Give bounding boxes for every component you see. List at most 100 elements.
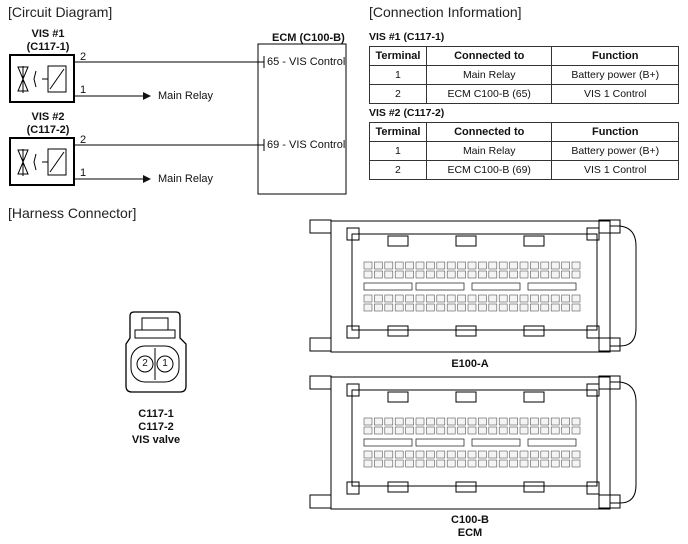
connector-pin bbox=[478, 270, 487, 279]
connector-pin bbox=[561, 303, 570, 312]
vis-connector-drawing bbox=[125, 311, 187, 393]
connector-pin bbox=[550, 270, 560, 279]
connector-pin bbox=[384, 270, 394, 279]
harness-connector-heading: [Harness Connector] bbox=[8, 205, 137, 221]
connector-pin bbox=[530, 303, 539, 312]
connector-pin bbox=[550, 303, 560, 312]
vis2-pin2: 2 bbox=[80, 134, 87, 146]
table-cell: VIS 1 Control bbox=[551, 160, 679, 180]
connector-key-slot bbox=[527, 282, 577, 291]
connector-pin bbox=[519, 459, 529, 468]
table-header-row: Terminal Connected to Function bbox=[369, 122, 679, 142]
connector-pin bbox=[436, 459, 446, 468]
table-cell: 1 bbox=[369, 65, 427, 85]
c100b-ecm-label: ECM bbox=[457, 527, 483, 539]
connector-pin bbox=[415, 450, 425, 459]
connector-pin bbox=[540, 459, 550, 468]
header-connected-to: Connected to bbox=[425, 46, 553, 66]
connector-pin bbox=[426, 294, 435, 303]
connector-pin bbox=[530, 261, 539, 270]
connector-pin bbox=[571, 270, 581, 279]
connector-pin bbox=[488, 270, 498, 279]
vis1-valve-symbol bbox=[9, 54, 75, 103]
table-cell: ECM C100-B (69) bbox=[425, 160, 553, 180]
connector-pin bbox=[561, 450, 570, 459]
connector-pin bbox=[436, 450, 446, 459]
connector-pin bbox=[394, 417, 404, 426]
connector-pin bbox=[405, 303, 414, 312]
connector-pin bbox=[488, 261, 498, 270]
vis2-valve-symbol bbox=[9, 137, 75, 186]
connector-pin bbox=[394, 270, 404, 279]
connector-pin bbox=[519, 426, 529, 435]
table-cell: Battery power (B+) bbox=[551, 65, 679, 85]
connector-pin bbox=[394, 459, 404, 468]
connector-pin bbox=[478, 459, 487, 468]
connector-pin bbox=[446, 294, 456, 303]
connector-pin bbox=[509, 459, 518, 468]
connector-pin bbox=[519, 303, 529, 312]
connector-pin bbox=[467, 426, 477, 435]
connector-pin bbox=[467, 450, 477, 459]
connector-pin bbox=[498, 426, 508, 435]
connector-pin bbox=[498, 417, 508, 426]
connector-pin bbox=[519, 450, 529, 459]
connector-pin bbox=[436, 294, 446, 303]
connector-pin bbox=[530, 426, 539, 435]
connector-pin bbox=[519, 261, 529, 270]
connector-pin bbox=[374, 294, 383, 303]
connector-pin bbox=[561, 459, 570, 468]
connector-pin bbox=[394, 426, 404, 435]
connector-pin bbox=[436, 417, 446, 426]
table-cell: VIS 1 Control bbox=[551, 84, 679, 104]
connector-pin bbox=[446, 459, 456, 468]
connector-pin bbox=[374, 261, 383, 270]
connector-pin bbox=[384, 303, 394, 312]
connector-pin bbox=[457, 426, 466, 435]
circuit-diagram-heading: [Circuit Diagram] bbox=[8, 4, 113, 20]
connector-pin bbox=[405, 459, 414, 468]
connector-pin bbox=[446, 417, 456, 426]
connector-pin bbox=[405, 261, 414, 270]
table-row: 1 Main Relay Battery power (B+) bbox=[369, 141, 679, 161]
vis-connector-label-vis-valve: VIS valve bbox=[131, 434, 181, 446]
connector-pin bbox=[384, 426, 394, 435]
connector-pin bbox=[374, 270, 383, 279]
table-cell: 2 bbox=[369, 160, 427, 180]
connector-pin bbox=[488, 459, 498, 468]
connector-pin bbox=[415, 270, 425, 279]
connector-pin bbox=[561, 270, 570, 279]
connector-pin bbox=[374, 303, 383, 312]
connector-pin bbox=[478, 303, 487, 312]
connector-pin bbox=[540, 426, 550, 435]
connector-pin bbox=[519, 417, 529, 426]
connector-pin bbox=[457, 303, 466, 312]
connector-pin bbox=[426, 270, 435, 279]
connector-pin bbox=[394, 450, 404, 459]
connector-pin bbox=[436, 261, 446, 270]
connector-pin bbox=[550, 450, 560, 459]
connector-pin bbox=[561, 261, 570, 270]
ecm-box bbox=[257, 43, 347, 195]
connector-pin bbox=[467, 303, 477, 312]
connector-pin bbox=[457, 294, 466, 303]
connector-pin bbox=[498, 270, 508, 279]
vis1-table-caption: VIS #1 (C117-1) bbox=[369, 31, 445, 43]
connector-pin bbox=[363, 303, 373, 312]
connector-pin bbox=[384, 459, 394, 468]
connector-pin bbox=[363, 426, 373, 435]
connector-pin bbox=[363, 261, 373, 270]
connector-pin bbox=[561, 294, 570, 303]
connector-key-slot bbox=[471, 282, 521, 291]
connector-pin bbox=[550, 294, 560, 303]
connector-pin bbox=[509, 426, 518, 435]
connector-pin bbox=[478, 450, 487, 459]
connector-pin bbox=[457, 459, 466, 468]
connector-pin bbox=[540, 294, 550, 303]
connector-pin bbox=[384, 417, 394, 426]
e100a-label: E100-A bbox=[451, 358, 489, 370]
connector-pin bbox=[457, 417, 466, 426]
connector-pin bbox=[561, 426, 570, 435]
connector-pin bbox=[571, 450, 581, 459]
